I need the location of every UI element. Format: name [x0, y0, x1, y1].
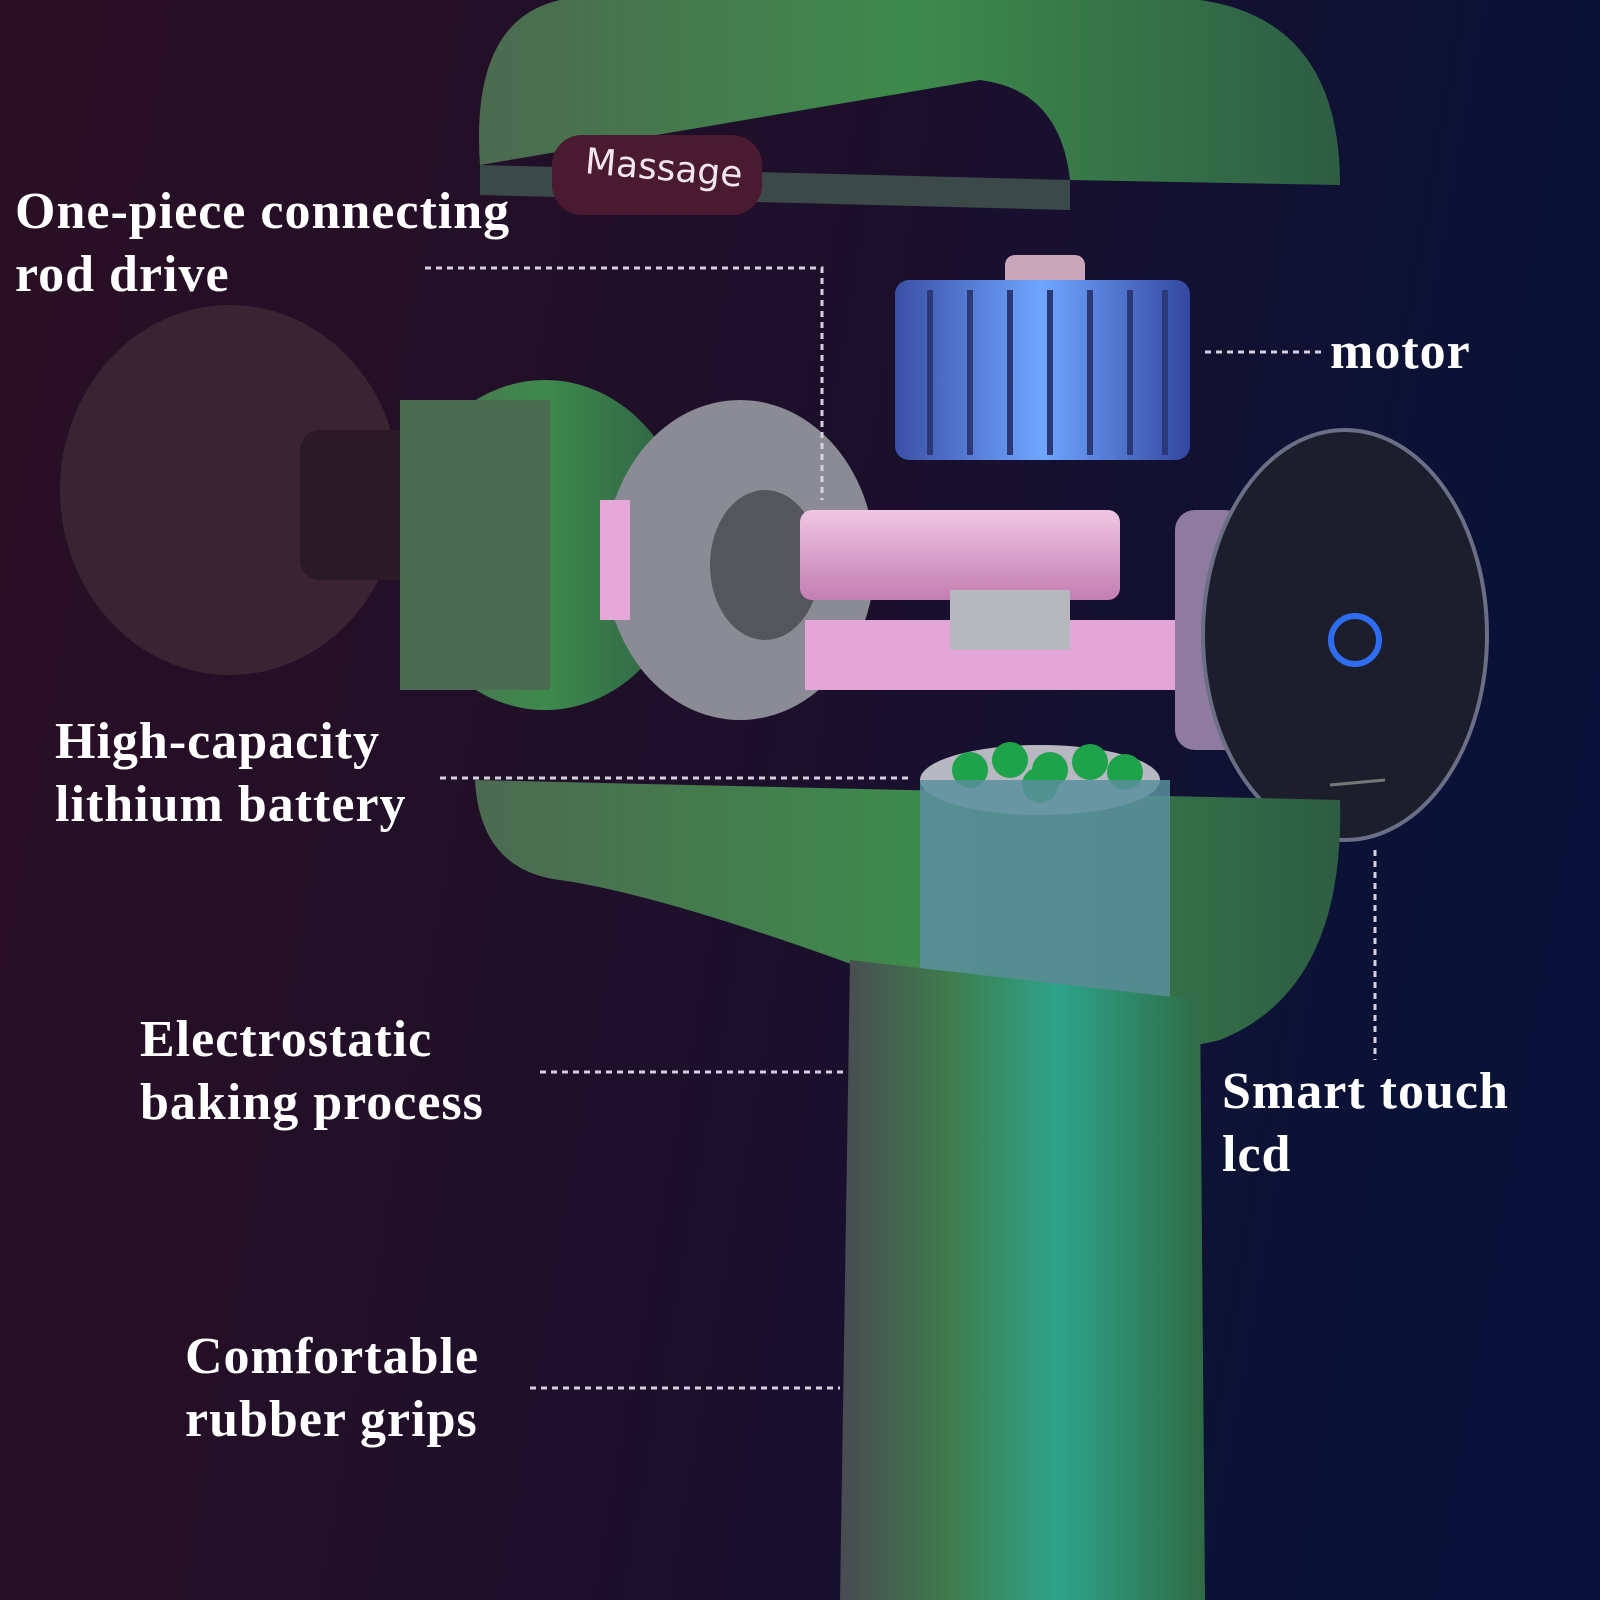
- label-rod-drive: One-piece connecting rod drive: [15, 180, 510, 306]
- drive-assembly: [600, 400, 1175, 720]
- label-line: One-piece connecting: [15, 183, 511, 240]
- label-baking: Electrostatic baking process: [140, 1008, 484, 1134]
- label-line: motor: [1330, 323, 1471, 380]
- label-line: baking process: [140, 1074, 484, 1131]
- label-lcd: Smart touch lcd: [1222, 1060, 1509, 1186]
- label-line: Smart touch: [1222, 1063, 1509, 1120]
- label-grips: Comfortable rubber grips: [185, 1325, 479, 1451]
- label-motor: motor: [1330, 320, 1471, 383]
- label-line: rod drive: [15, 246, 230, 303]
- label-battery: High-capacity lithium battery: [55, 710, 407, 836]
- label-line: rubber grips: [185, 1391, 478, 1448]
- label-line: lcd: [1222, 1126, 1292, 1183]
- massage-head: [60, 305, 690, 710]
- label-line: lithium battery: [55, 776, 407, 833]
- lcd-panel: [1175, 428, 1489, 842]
- label-line: Comfortable: [185, 1328, 480, 1385]
- lower-body: [475, 742, 1341, 1600]
- label-line: High-capacity: [55, 713, 380, 770]
- callout-lines: [425, 266, 1377, 1390]
- massage-badge: [552, 135, 762, 215]
- label-line: Electrostatic: [140, 1011, 433, 1068]
- motor-part: [895, 255, 1190, 460]
